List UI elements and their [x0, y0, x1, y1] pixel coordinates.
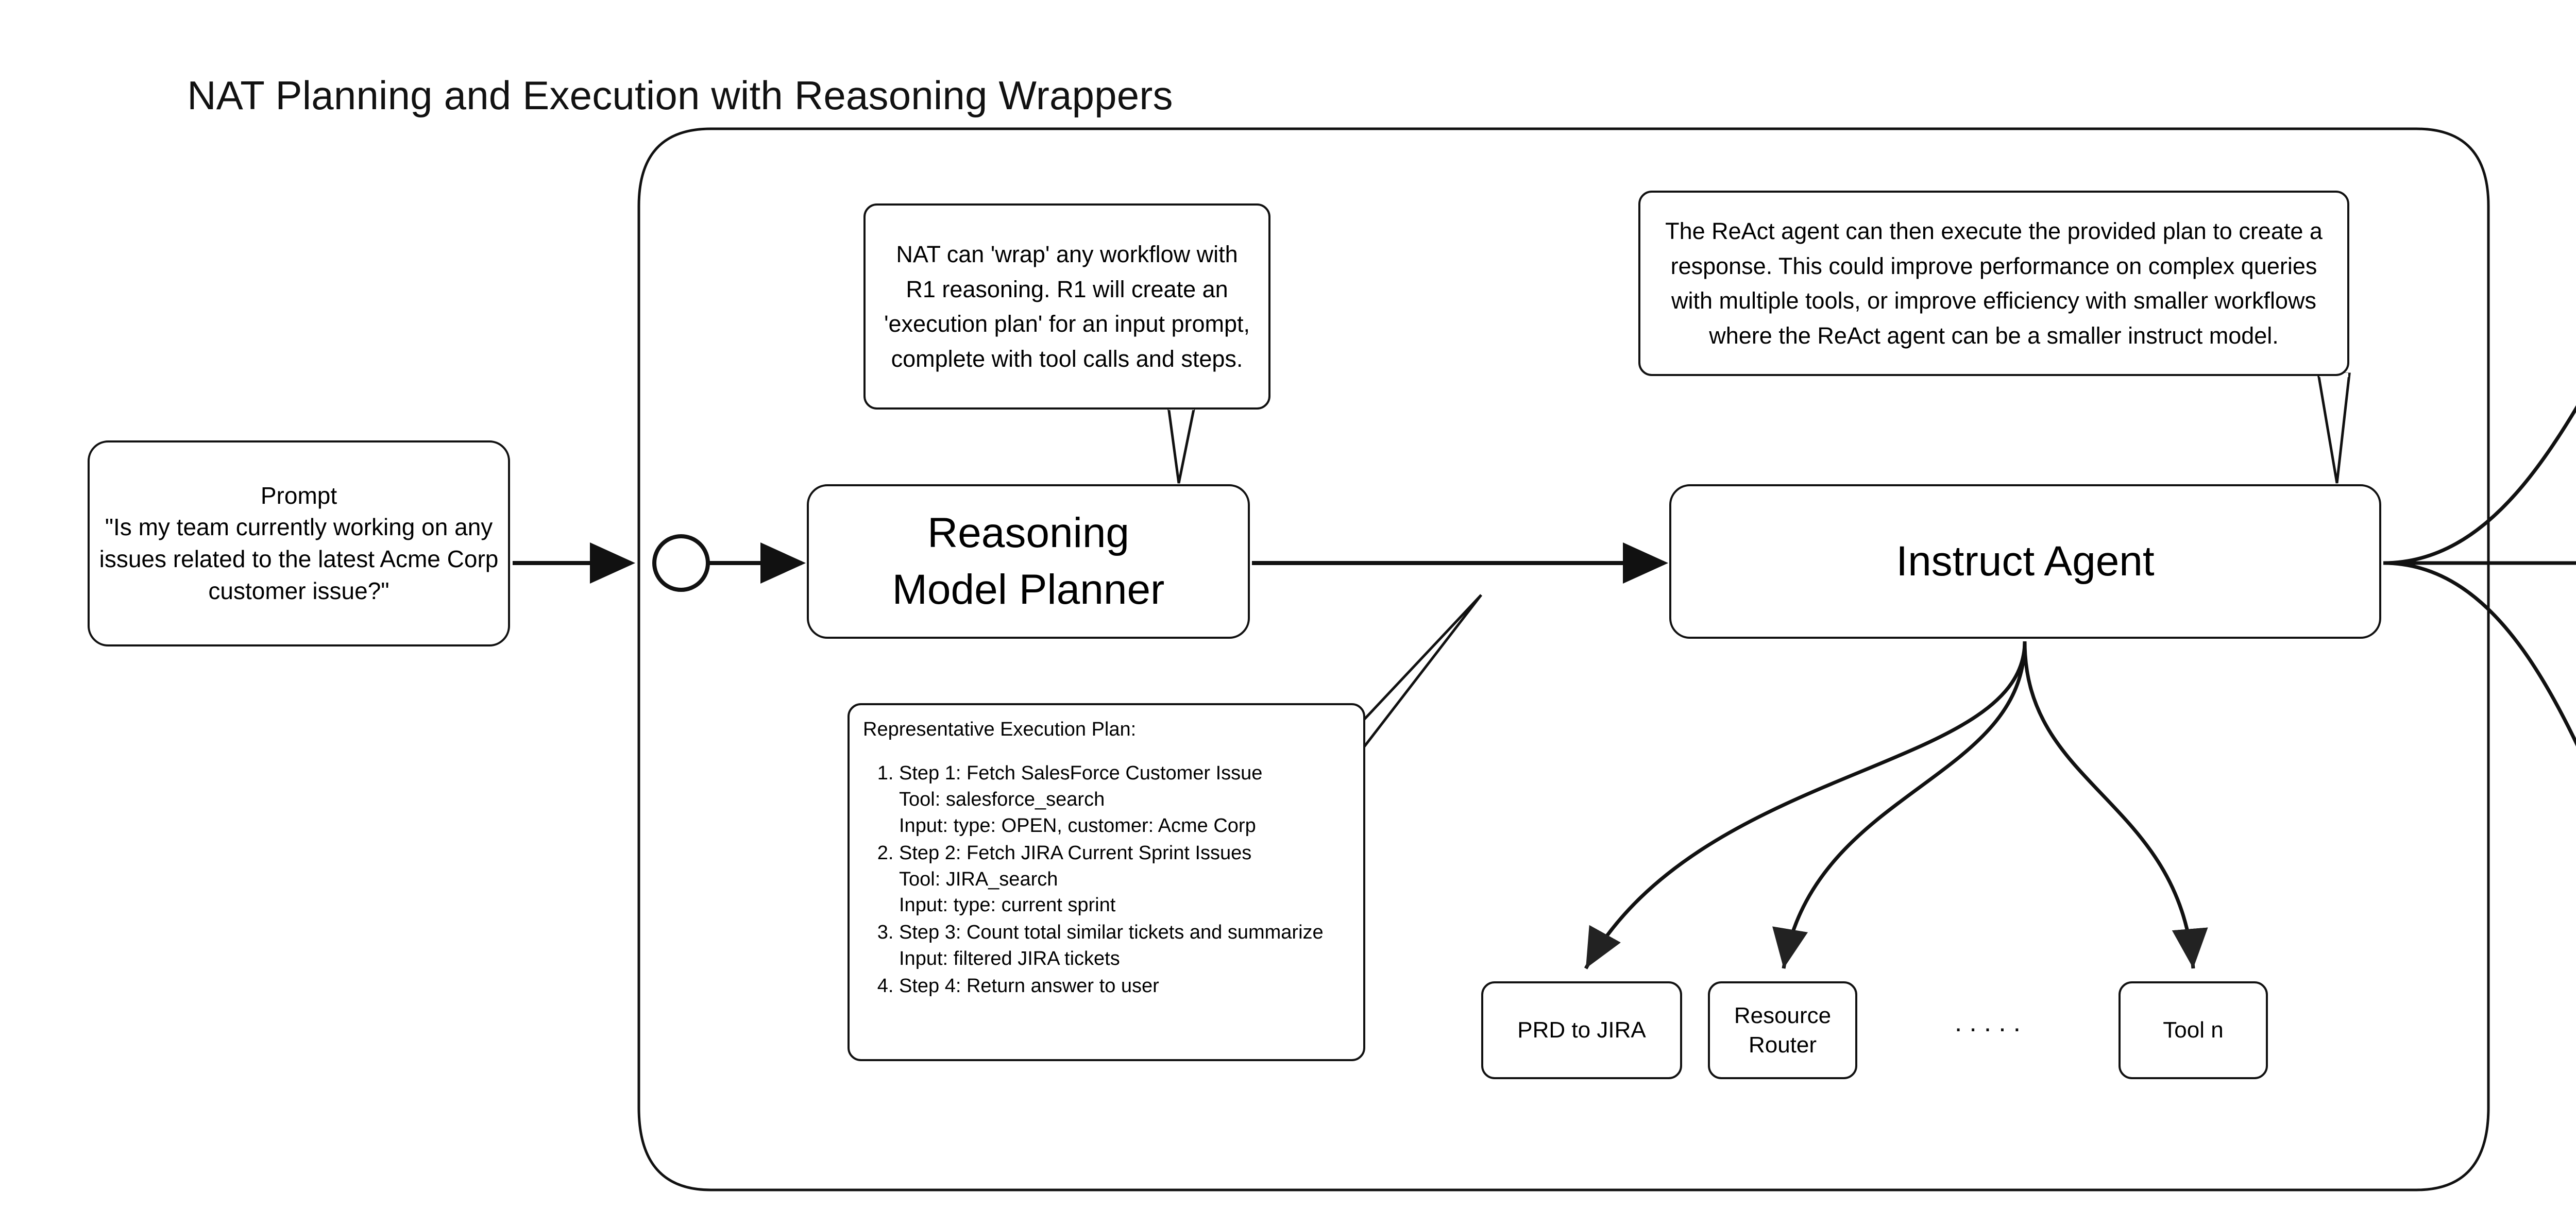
nat-callout: NAT can 'wrap' any workflow with R1 reas…	[863, 203, 1270, 410]
react-callout-tail	[2317, 372, 2351, 484]
edge-instruct-to-tool-1	[1772, 641, 2027, 969]
reasoning-model-planner-node[interactable]: Reasoning Model Planner	[807, 484, 1250, 639]
instruct-label: Instruct Agent	[1896, 538, 2155, 585]
step-input: Input: type: current sprint	[899, 894, 1116, 916]
edge-instruct-to-tool-0	[1584, 641, 2027, 969]
nat-callout-tail	[1167, 405, 1196, 484]
step-title: Step 4: Return answer to user	[899, 975, 1159, 997]
tool-node-prd-to-jira[interactable]: PRD to JIRA	[1481, 981, 1682, 1079]
step-tool: Tool: salesforce_search	[899, 788, 1105, 810]
instruct-agent-node[interactable]: Instruct Agent	[1669, 484, 2381, 639]
tool-node-tool-n[interactable]: Tool n	[2119, 981, 2268, 1079]
react-callout: The ReAct agent can then execute the pro…	[1638, 191, 2349, 376]
page-title: NAT Planning and Execution with Reasonin…	[187, 73, 1173, 118]
planner-label: Reasoning Model Planner	[892, 509, 1165, 613]
tool-label: Tool n	[2163, 1017, 2224, 1043]
tool-label: PRD to JIRA	[1517, 1017, 1646, 1043]
representative-execution-plan-panel: Representative Execution Plan: Step 1: F…	[848, 703, 1365, 1061]
step-title: Step 1: Fetch SalesForce Customer Issue	[899, 762, 1263, 784]
prompt-node[interactable]: Prompt "Is my team currently working on …	[88, 440, 510, 646]
execplan-step: Step 3: Count total similar tickets and …	[899, 919, 1350, 972]
execplan-step-list: Step 1: Fetch SalesForce Customer Issue …	[863, 760, 1350, 999]
step-title: Step 3: Count total similar tickets and …	[899, 922, 1324, 944]
step-title: Step 2: Fetch JIRA Current Sprint Issues	[899, 842, 1252, 864]
prompt-label: Prompt	[260, 482, 337, 509]
execplan-step: Step 2: Fetch JIRA Current Sprint Issues…	[899, 840, 1350, 919]
edge-instruct-to-tool-2	[2023, 641, 2208, 969]
tool-node-resource-router[interactable]: Resource Router	[1708, 981, 1857, 1079]
execplan-step: Step 1: Fetch SalesForce Customer Issue …	[899, 760, 1350, 839]
tools-ellipsis: .....	[1954, 1008, 2028, 1037]
edge-instruct-to-failure	[2383, 561, 2576, 747]
nat-wrapper-boundary	[637, 127, 2490, 1191]
execplan-step: Step 4: Return answer to user	[899, 973, 1350, 999]
edge-instruct-to-correct	[2383, 405, 2576, 565]
step-input: Input: type: OPEN, customer: Acme Corp	[899, 814, 1256, 837]
step-input: Input: filtered JIRA tickets	[899, 948, 1120, 970]
execplan-heading: Representative Execution Plan:	[863, 719, 1137, 740]
prompt-text: "Is my team currently working on any iss…	[99, 514, 499, 604]
tool-label: Resource Router	[1734, 1002, 1832, 1058]
nat-callout-text: NAT can 'wrap' any workflow with R1 reas…	[884, 241, 1250, 372]
junction-node	[652, 534, 710, 592]
react-callout-text: The ReAct agent can then execute the pro…	[1665, 218, 2323, 349]
step-tool: Tool: JIRA_search	[899, 868, 1058, 890]
